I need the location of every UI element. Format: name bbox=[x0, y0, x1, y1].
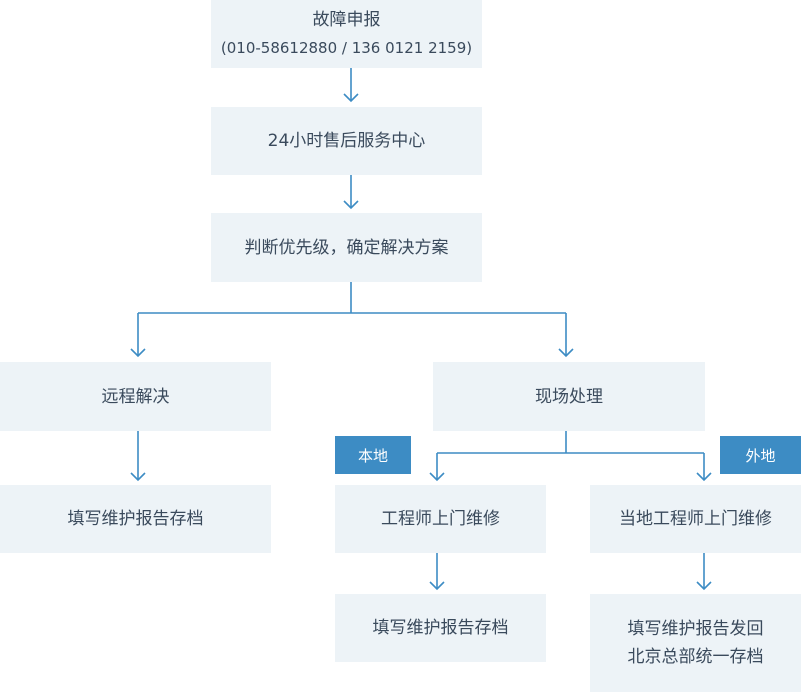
local-archive-title: 填写维护报告存档 bbox=[372, 618, 509, 638]
arrow-head-onsite bbox=[558, 348, 574, 358]
node-service-center: 24小时售后服务中心 bbox=[211, 107, 482, 175]
node-remote-archive: 填写维护报告存档 bbox=[0, 485, 271, 553]
remote-archive-title: 填写维护报告存档 bbox=[67, 509, 204, 529]
node-remote-resolve: 远程解决 bbox=[0, 362, 271, 431]
node-fault-report: 故障申报 (010-58612880 / 136 0121 2159) bbox=[211, 0, 482, 68]
fault-report-title: 故障申报 bbox=[312, 10, 381, 30]
remote-return-line2: 北京总部统一存档 bbox=[627, 647, 764, 667]
node-local-engineer: 工程师上门维修 bbox=[335, 485, 546, 553]
arrow-head-remote-engineer bbox=[696, 472, 712, 482]
arrow-head-local-engineer bbox=[429, 472, 445, 482]
fault-report-phone: (010-58612880 / 136 0121 2159) bbox=[220, 39, 473, 57]
arrow-head-local-archive bbox=[429, 581, 445, 591]
arrow-head-service bbox=[343, 93, 359, 103]
node-remote-return: 填写维护报告发回 北京总部统一存档 bbox=[590, 594, 801, 692]
remote-resolve-title: 远程解决 bbox=[101, 386, 170, 407]
local-engineer-title: 工程师上门维修 bbox=[381, 509, 500, 529]
service-center-title: 24小时售后服务中心 bbox=[267, 131, 426, 151]
arrow-head-remote-return bbox=[696, 581, 712, 591]
tag-outside: 外地 bbox=[720, 436, 801, 474]
arrow-head-remote-archive bbox=[130, 472, 146, 482]
onsite-handle-title: 现场处理 bbox=[535, 386, 603, 407]
arrow-head-remote bbox=[130, 348, 146, 358]
node-onsite-handle: 现场处理 bbox=[433, 362, 705, 431]
node-local-archive: 填写维护报告存档 bbox=[335, 594, 546, 662]
remote-return-line1: 填写维护报告发回 bbox=[627, 619, 764, 639]
tag-local: 本地 bbox=[335, 436, 411, 474]
remote-engineer-title: 当地工程师上门维修 bbox=[619, 509, 772, 529]
judge-priority-title: 判断优先级，确定解决方案 bbox=[244, 237, 449, 258]
node-judge-priority: 判断优先级，确定解决方案 bbox=[211, 213, 482, 282]
arrow-head-judge bbox=[343, 200, 359, 210]
node-remote-engineer: 当地工程师上门维修 bbox=[590, 485, 801, 553]
